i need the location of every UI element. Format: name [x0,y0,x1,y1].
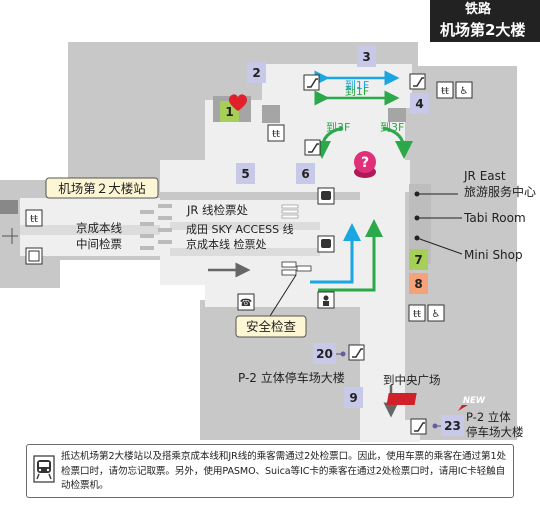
to-1f-label: 到1F [345,85,369,98]
to-1f-label: 到1F [345,79,369,92]
jr-east-label: 旅游服务中心 [464,184,536,199]
sky-access-gate-label: 成田 SKY ACCESS 线 [186,222,294,236]
accessible-toilet-icon: ♿ [455,81,473,99]
gate-3-label: 3 [362,50,370,64]
toilet-icon: ŧŧ [25,209,43,227]
parking-label: 停车场大楼 [466,425,524,439]
gate-8-box [409,273,428,294]
svg-text:ŧŧ: ŧŧ [272,129,280,140]
gate-23-label: 23 [444,419,461,433]
security-check-label: 安全检查 [246,319,297,334]
escalator-icon [410,418,427,435]
header-title-line2: 机场第2大楼 [440,21,525,39]
svg-text:♿: ♿ [432,309,441,320]
jr-gate-label: JR 线检票处 [186,203,249,217]
edge-marks [2,228,18,244]
svg-text:ŧŧ: ŧŧ [30,214,38,225]
parking-label: P-2 立体 [466,410,511,424]
keisei-mid-gates [140,204,172,250]
gate-8-label: 8 [414,277,422,291]
gate-6-box [296,163,315,184]
gate-5-box [236,163,255,184]
gate-9-box [344,387,363,408]
toilet-icon: ŧŧ [267,124,285,142]
gate-1-label: 1 [225,105,233,119]
gate-boxes: 1 2 3 4 5 6 7 8 9 20 23 [220,46,464,436]
escalator-icon [304,139,321,156]
jr-east-label: JR East [463,169,506,183]
to-3f-left-label: 到3F [326,121,350,134]
svg-text:NEW: NEW [463,396,486,406]
escalator-icon [303,74,320,91]
heart-icon [229,94,247,111]
svg-text:ŧŧ: ŧŧ [413,309,421,320]
escalator-icon [409,73,426,90]
new-badge: NEW [386,393,486,411]
gate-20-box [313,343,336,364]
jr-gates [281,204,312,276]
keisei-mid-gate-label: 中间检票 [76,237,122,251]
gate-9-label: 9 [349,391,357,405]
gate-20-label: 20 [316,347,333,361]
to-3f-right-label: 到3F [380,121,404,134]
header-banner: 铁路 机场第2大楼 [430,0,540,42]
svg-text:☎: ☎ [240,298,252,309]
gate-6-label: 6 [301,167,309,181]
gate-23-box [441,415,464,436]
gate-4-box [410,93,429,114]
mini-shop-label: Mini Shop [464,248,523,262]
svg-text:?: ? [361,155,369,171]
facility-icons: ŧŧ ♿ ŧŧ ŧŧ ☎ ŧŧ ♿ [25,73,473,435]
gate-7-box [409,249,428,270]
tabi-room-label: Tabi Room [463,211,526,225]
baby-room-icon [317,291,335,309]
header-title-line1: 铁路 [464,1,492,17]
leader-lines [269,191,463,429]
notice-box: 抵达机场第2大楼站以及搭乘京成本线和JR线的乘客需通过2处检票口。因此，使用车票… [26,444,514,498]
information-icon: ? [354,151,376,178]
route-arrows [208,219,399,418]
accessible-toilet-icon: ♿ [427,304,445,322]
map-labels: 到1F 到1F 到3F 到3F JR 线检票处 京成本线 中间检票 成田 SKY… [76,79,536,439]
payphone-icon: ☎ [237,293,255,311]
toilet-icon: ŧŧ [436,81,454,99]
train-icon [317,235,335,253]
to-3f-arrows [313,126,413,159]
svg-text:ŧŧ: ŧŧ [441,86,449,97]
station-name: 机场第２大楼站 [58,181,146,196]
notice-text: 抵达机场第2大楼站以及搭乘京成本线和JR线的乘客需通过2处检票口。因此，使用车票… [61,451,507,491]
toilet-icon: ŧŧ [408,304,426,322]
to-plaza-label: 到中央广场 [383,373,441,387]
sky-access-gate-label: 京成本线 检票处 [186,237,267,251]
gate-7-label: 7 [414,253,422,267]
to-1f-arrows [314,70,400,106]
gate-3-box [357,46,376,67]
security-label-box: 安全检查 [235,315,307,338]
train-icon [317,187,335,205]
station-label-box: 机场第２大楼站 [45,177,159,199]
escalator-icon [348,344,365,361]
train-icon [33,455,55,483]
svg-text:♿: ♿ [460,86,469,97]
gate-5-label: 5 [241,167,249,181]
parking-label: P-2 立体停车场大楼 [238,370,345,385]
gate-4-label: 4 [415,97,423,111]
keisei-mid-gate-label: 京成本线 [76,221,122,235]
gate-2-label: 2 [252,66,260,80]
gate-2-box [247,62,266,83]
ticket-machine-icon [25,247,43,265]
